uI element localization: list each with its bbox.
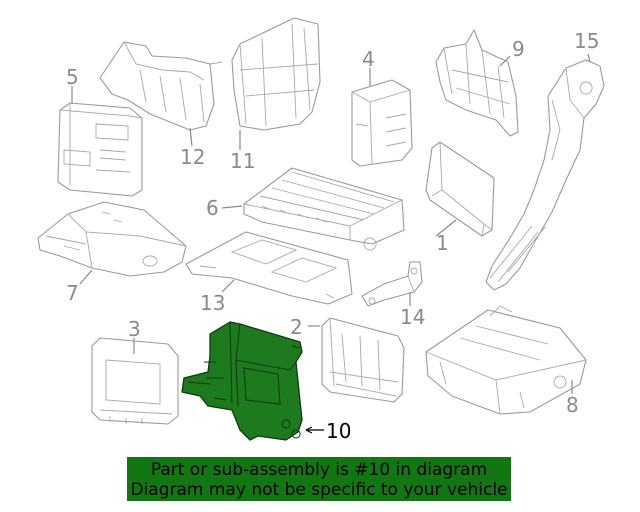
part-4-module[interactable]	[351, 79, 413, 167]
part-6-finned-module[interactable]	[243, 167, 405, 251]
part-3-module[interactable]	[91, 337, 179, 425]
part-14-bracket[interactable]	[361, 261, 423, 307]
callout-1[interactable]: 1	[436, 231, 449, 255]
part-15-pedal[interactable]	[485, 59, 605, 291]
part-2-module[interactable]	[321, 317, 405, 403]
part-1-module[interactable]	[425, 141, 495, 237]
part-12-bracket[interactable]	[99, 41, 223, 131]
leader-13	[221, 279, 235, 293]
leader-lines	[71, 53, 591, 434]
callout-15[interactable]: 15	[574, 29, 599, 53]
callout-5[interactable]: 5	[66, 65, 79, 89]
leader-15	[587, 53, 591, 63]
callout-2[interactable]: 2	[290, 315, 303, 339]
leader-7	[79, 269, 93, 285]
banner-line-disclaimer: Diagram may not be specific to your vehi…	[130, 480, 508, 500]
part-11-bracket[interactable]	[231, 17, 321, 131]
part-10-bracket-highlighted[interactable]	[181, 321, 303, 441]
leader-12	[189, 127, 193, 147]
part-8-assembly[interactable]	[425, 305, 587, 415]
callout-7[interactable]: 7	[66, 281, 79, 305]
callout-3[interactable]: 3	[128, 317, 141, 341]
leader-6	[221, 205, 243, 209]
part-13-plate[interactable]	[185, 231, 353, 305]
callout-14[interactable]: 14	[400, 305, 425, 329]
callout-11[interactable]: 11	[230, 149, 255, 173]
leader-10-arrow	[305, 426, 313, 434]
callout-6[interactable]: 6	[206, 196, 219, 220]
callouts: 1 2 3 4 5 6 7 8 9 10 11 12 13 14 15	[66, 29, 599, 443]
callout-13[interactable]: 13	[200, 291, 225, 315]
callout-8[interactable]: 8	[566, 393, 579, 417]
callout-9[interactable]: 9	[512, 37, 525, 61]
part-5-module[interactable]	[57, 102, 143, 197]
callout-4[interactable]: 4	[362, 47, 375, 71]
callout-10[interactable]: 10	[326, 419, 351, 443]
leader-9	[499, 55, 511, 67]
parts-diagram: 1 2 3 4 5 6 7 8 9 10 11 12 13 14 15	[37, 17, 605, 443]
part-7-tray[interactable]	[37, 201, 187, 277]
part-9-bracket[interactable]	[435, 29, 519, 137]
banner-line-part: Part or sub-assembly is #10 in diagram	[150, 460, 488, 480]
leader-1	[435, 219, 457, 237]
callout-12[interactable]: 12	[180, 145, 205, 169]
part-info-banner: Part or sub-assembly is #10 in diagram D…	[127, 457, 511, 501]
